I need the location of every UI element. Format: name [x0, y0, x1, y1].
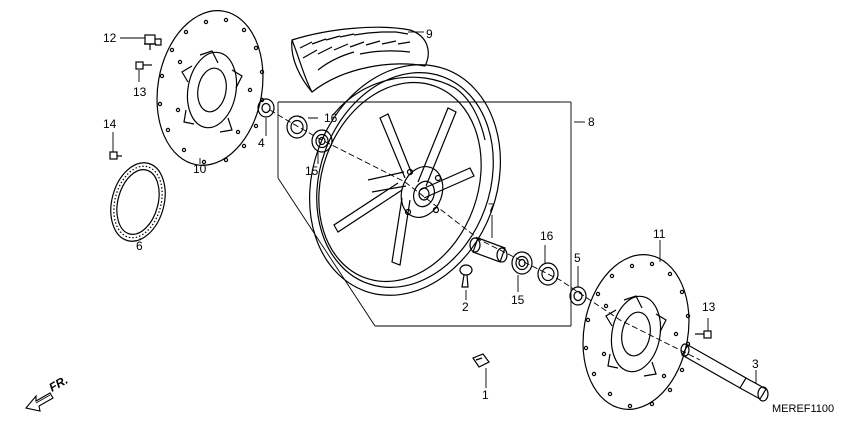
wheel-rim: [308, 64, 502, 296]
tire: [291, 26, 429, 93]
callout-1: 1: [482, 388, 489, 402]
axis-line: [269, 109, 701, 361]
callout-15-lower: 15: [511, 293, 525, 307]
side-collar-4: [257, 98, 275, 118]
callout-9: 9: [426, 27, 433, 41]
brake-disc-left: [156, 10, 265, 166]
balance-weight-1: [472, 353, 490, 368]
pulser-ring: [110, 162, 166, 242]
callout-4: 4: [258, 136, 265, 150]
callout-12: 12: [103, 31, 117, 45]
callout-11: 11: [653, 227, 666, 241]
callout-7: 7: [488, 201, 495, 215]
callout-6: 6: [136, 239, 143, 253]
callout-15-upper: 15: [305, 164, 319, 178]
callout-14: 14: [103, 117, 117, 131]
front-direction-label: FR.: [47, 373, 71, 395]
callout-3: 3: [752, 357, 759, 371]
callout-5: 5: [574, 251, 581, 265]
callout-16-upper: 16: [324, 111, 338, 125]
bolt-13-right: [695, 330, 712, 339]
diagram-code: MEREF1100: [772, 403, 834, 415]
callout-2: 2: [462, 300, 469, 314]
callout-13-right: 13: [702, 300, 716, 314]
leader-lines: [112, 31, 757, 388]
bolt-14: [109, 151, 122, 160]
distance-collar-7: [469, 237, 508, 263]
assembly-bracket-8: [277, 101, 572, 327]
callout-13-left: 13: [133, 85, 147, 99]
air-valve-2: [459, 264, 473, 288]
callout-16-lower: 16: [540, 229, 554, 243]
dust-seal-16-lower: [537, 262, 559, 286]
brake-disc-right: [582, 254, 691, 410]
dust-seal-16-upper: [286, 115, 308, 139]
bearing-15-lower: [511, 251, 533, 275]
callouts: 12 13 14 10 6 4 16 15 9 8 7 16 15 5 2 1 …: [103, 27, 759, 402]
callout-8: 8: [588, 115, 595, 129]
front-axle-3: [680, 343, 769, 402]
front-direction-indicator: FR.: [24, 373, 71, 412]
disc-bolt-12: [144, 34, 162, 50]
bolt-13-left: [135, 61, 152, 70]
bearing-15-upper: [311, 129, 333, 153]
callout-10: 10: [193, 162, 207, 176]
